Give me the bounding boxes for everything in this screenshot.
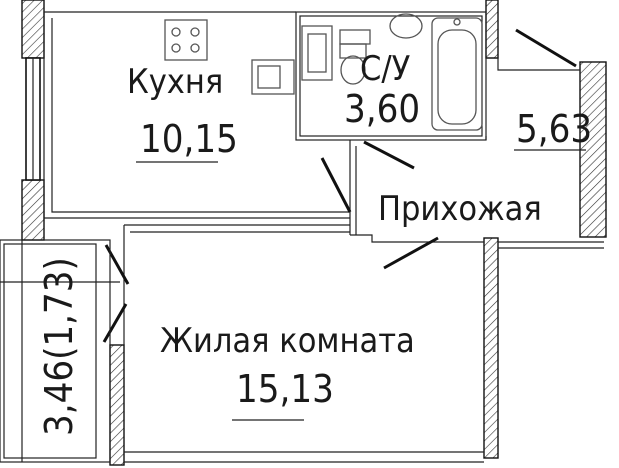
washing-machine-icon: [301, 25, 333, 81]
stove: [164, 19, 208, 61]
kitchen-door: [320, 157, 352, 213]
bathtub-icon: [431, 17, 483, 131]
bathroom-door: [363, 140, 415, 170]
entrance-door: [515, 28, 577, 68]
hall-area: 5,63: [516, 107, 592, 151]
bathroom-name: С/У: [360, 49, 411, 89]
kitchen-walls: [25, 11, 350, 219]
living-area: 15,13: [236, 367, 334, 411]
living-name: Жилая комната: [160, 321, 415, 361]
living-walls: [123, 224, 484, 463]
bathroom-walls: [295, 11, 487, 235]
bathroom-area: 3,60: [344, 87, 420, 131]
balcony-area: 3,46(1,73): [37, 257, 81, 436]
exterior-walls: [21, 0, 607, 466]
hall-door: [383, 236, 439, 270]
hall-name: Прихожая: [378, 189, 542, 229]
kitchen-name: Кухня: [127, 62, 223, 102]
hall-walls: [350, 57, 604, 249]
kitchen-sink: [251, 59, 295, 95]
balcony-walls: [0, 239, 120, 463]
washbasin-icon: [339, 13, 423, 45]
kitchen-area: 10,15: [140, 117, 238, 161]
